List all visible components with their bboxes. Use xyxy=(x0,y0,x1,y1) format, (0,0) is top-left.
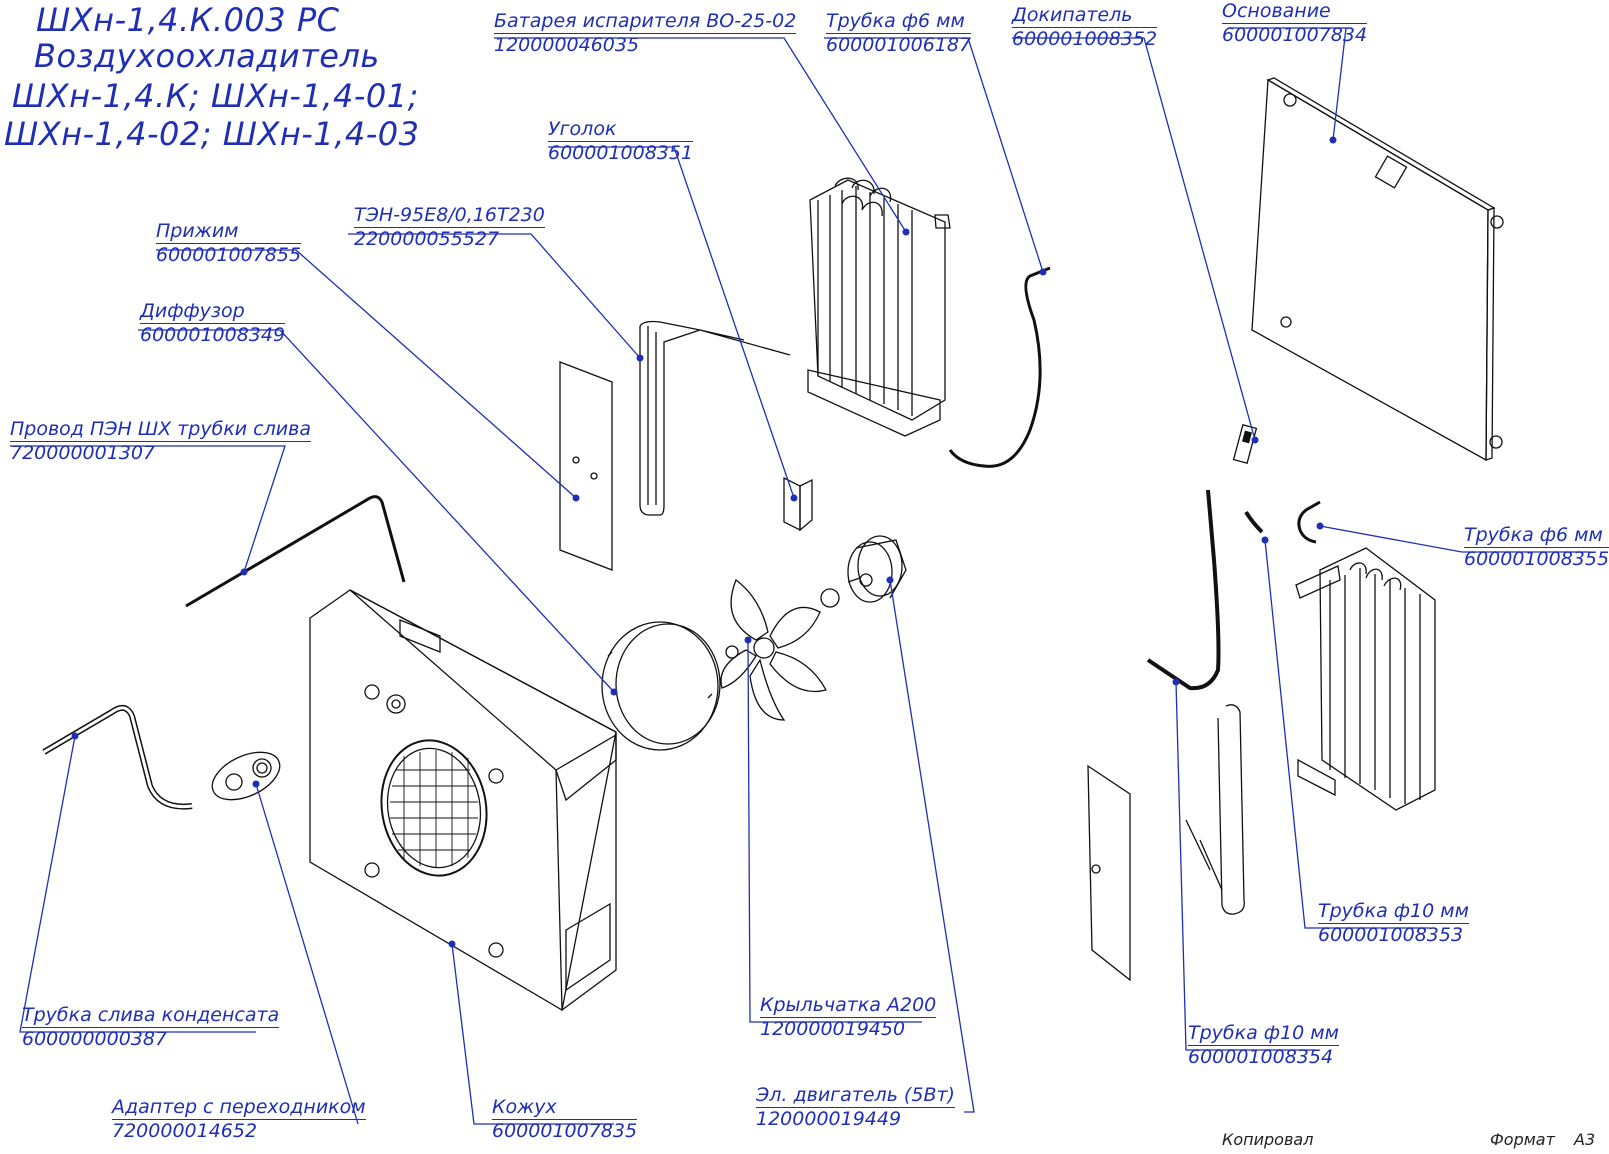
label-prizhim: Прижим 600001007855 xyxy=(156,222,302,266)
electric-motor xyxy=(847,535,907,603)
label-osnovanie: Основание 600001007834 xyxy=(1222,2,1368,46)
clamp-plate-lower xyxy=(1087,764,1131,982)
label-code: 600001007835 xyxy=(492,1120,638,1142)
label-adapter: Адаптер с переходником 720000014652 xyxy=(112,1098,366,1141)
label-code: 120000019450 xyxy=(760,1018,906,1040)
label-name: Трубка ф6 мм xyxy=(826,12,972,34)
leader-dots xyxy=(71,136,1337,948)
dokipatel-part xyxy=(1232,424,1258,464)
corner-bracket xyxy=(783,476,813,532)
label-trubka-sliva: Трубка слива конденсата 600000000387 xyxy=(22,1004,280,1050)
label-name: Трубка ф6 мм xyxy=(1464,526,1609,548)
label-name: Докипатель xyxy=(1012,6,1158,28)
label-code: 220000055527 xyxy=(354,228,500,250)
label-code: 600001008355 xyxy=(1464,548,1609,570)
label-name: Уголок xyxy=(548,120,694,142)
housing-casing xyxy=(309,589,617,1012)
label-name: Батарея испарителя ВО-25-02 xyxy=(494,10,797,34)
label-ugolok: Уголок 600001008351 xyxy=(548,120,694,164)
label-code: 600001006187 xyxy=(826,34,972,56)
label-code: 600001008351 xyxy=(548,142,694,164)
label-dokipatel: Докипатель 600001008352 xyxy=(1012,6,1158,50)
label-name: Трубка слива конденсата xyxy=(22,1004,280,1028)
adapter-part xyxy=(211,751,281,801)
label-tube-6mm-top: Трубка ф6 мм 600001006187 xyxy=(826,12,972,56)
label-code: 720000001307 xyxy=(10,442,156,464)
label-code: 600000000387 xyxy=(22,1028,168,1050)
label-code: 720000014652 xyxy=(112,1120,258,1142)
label-tube-10mm-353: Трубка ф10 мм 600001008353 xyxy=(1318,902,1469,945)
label-tube-6mm-right: Трубка ф6 мм 600001008355 xyxy=(1464,526,1609,569)
label-provod: Провод ПЭН ШХ трубки слива 720000001307 xyxy=(10,420,311,463)
tube-10mm-354 xyxy=(1146,489,1221,691)
label-diffuzor: Диффузор 600001008349 xyxy=(140,302,286,346)
label-code: 600001008354 xyxy=(1188,1046,1334,1068)
label-name: Трубка ф10 мм xyxy=(1188,1022,1339,1046)
evaporator-battery-bottom xyxy=(1295,547,1436,811)
drain-tube xyxy=(42,704,193,810)
label-code: 600001008353 xyxy=(1318,924,1464,946)
ten-heater-lower xyxy=(1185,704,1245,915)
ten-heater xyxy=(639,320,791,516)
footer-format-label: Формат xyxy=(1490,1130,1555,1149)
label-tube-10mm-354: Трубка ф10 мм 600001008354 xyxy=(1188,1024,1339,1067)
label-name: Диффузор xyxy=(140,302,286,324)
footer-copied: Копировал xyxy=(1222,1130,1314,1149)
tube-6mm-top xyxy=(948,266,1051,468)
clamp-plate xyxy=(559,361,613,571)
label-name: Кожух xyxy=(492,1098,638,1120)
label-name: Основание xyxy=(1222,2,1368,24)
tube-10mm-353 xyxy=(1244,510,1264,534)
drawing-title-line-1: ШХн-1,4.К.003 РС xyxy=(36,1,340,39)
label-name: Крыльчатка А200 xyxy=(760,994,937,1018)
label-code: 600001007855 xyxy=(156,244,302,266)
tube-6mm-right xyxy=(1297,500,1321,544)
label-code: 120000019449 xyxy=(756,1108,902,1130)
base-plate xyxy=(1251,77,1504,462)
label-name: Прижим xyxy=(156,222,302,244)
label-motor: Эл. двигатель (5Вт) 120000019449 xyxy=(756,1086,955,1129)
label-name: Эл. двигатель (5Вт) xyxy=(756,1084,955,1108)
label-krylchatka: Крыльчатка А200 120000019450 xyxy=(760,994,937,1040)
leader-lines xyxy=(10,27,1590,1125)
diffuser-ring xyxy=(601,621,721,751)
label-name: Адаптер с переходником xyxy=(112,1096,366,1120)
label-code: 600001008349 xyxy=(140,324,286,346)
impeller-fan xyxy=(720,578,840,721)
label-name: Трубка ф10 мм xyxy=(1318,900,1469,924)
label-name: ТЭН-95Е8/0,16Т230 xyxy=(354,204,545,228)
label-name: Провод ПЭН ШХ трубки слива xyxy=(10,418,311,442)
drawing-title-line-2: Воздухоохладитель xyxy=(34,37,380,75)
footer-format-value: А3 xyxy=(1574,1130,1596,1149)
evaporator-battery-top xyxy=(807,177,951,437)
label-code: 600001008352 xyxy=(1012,28,1158,50)
label-code: 600001007834 xyxy=(1222,24,1368,46)
drawing-title-line-3: ШХн-1,4.К; ШХн-1,4-01; xyxy=(12,77,419,115)
label-ten: ТЭН-95Е8/0,16Т230 220000055527 xyxy=(354,206,545,249)
label-evaporator-battery: Батарея испарителя ВО-25-02 120000046035 xyxy=(494,10,797,56)
label-code: 120000046035 xyxy=(494,34,640,56)
drawing-title-line-4: ШХн-1,4-02; ШХн-1,4-03 xyxy=(4,115,420,153)
label-kozhukh: Кожух 600001007835 xyxy=(492,1098,638,1142)
drain-wire xyxy=(185,495,406,608)
